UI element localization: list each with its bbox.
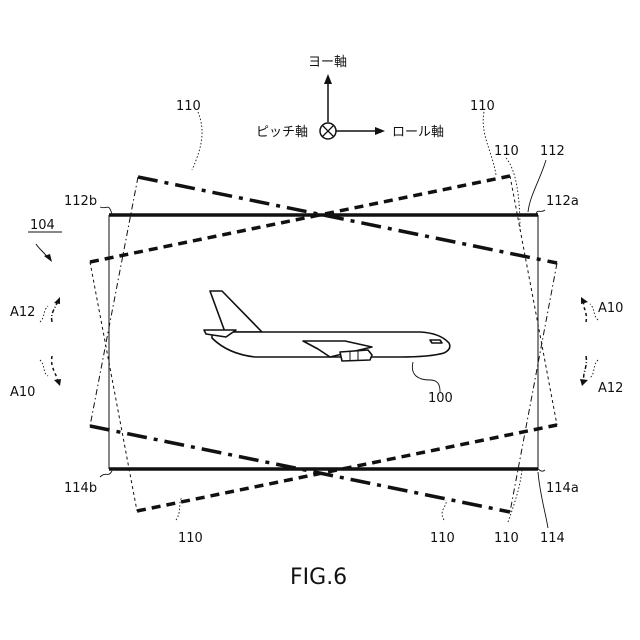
ref-114b: 114b [64, 481, 97, 496]
ref-a10-left: A10 [10, 385, 35, 400]
ref-a10-right: A10 [598, 301, 623, 316]
ref-110-bottom-left: 110 [178, 531, 203, 546]
roll-arrowhead [375, 127, 385, 135]
axis-indicator: ヨー軸 ピッチ軸 ロール軸 [256, 55, 444, 140]
ref-112a: 112a [546, 194, 579, 209]
rotation-arrows-left [40, 297, 61, 386]
ref-110-right: 110 [494, 144, 519, 159]
ref-114a: 114a [546, 481, 579, 496]
leader-lines [100, 112, 548, 528]
ref-a12-right: A12 [598, 381, 623, 396]
ref-110-top-right: 110 [470, 99, 495, 114]
aircraft-tail-fin [210, 291, 262, 332]
reference-labels: 110 110 110 112 112a 112b 104 A12 A10 A1… [10, 99, 623, 546]
aircraft-drawing [204, 291, 450, 361]
rotation-arrows-right [580, 297, 598, 386]
dashed-left-edge [90, 262, 137, 511]
ref-112b: 112b [64, 194, 97, 209]
ref-104: 104 [30, 218, 55, 233]
aircraft-engine [340, 350, 372, 361]
roll-axis-label: ロール軸 [392, 125, 444, 140]
label-104-group [28, 232, 62, 262]
yaw-axis-label: ヨー軸 [308, 55, 347, 70]
dashdot-top-edge [138, 177, 557, 263]
figure-caption: FIG.6 [290, 565, 347, 590]
ref-110-top-left: 110 [176, 99, 201, 114]
dashed-top-edge [90, 176, 510, 262]
pitch-axis-label: ピッチ軸 [256, 125, 308, 140]
ref-110-bottom-mid: 110 [430, 531, 455, 546]
ref-a12-left: A12 [10, 305, 35, 320]
ref-112: 112 [540, 144, 565, 159]
ref-100: 100 [428, 391, 453, 406]
ref-110-bottom-right: 110 [494, 531, 519, 546]
yaw-arrowhead [324, 74, 332, 84]
ref-114: 114 [540, 531, 565, 546]
